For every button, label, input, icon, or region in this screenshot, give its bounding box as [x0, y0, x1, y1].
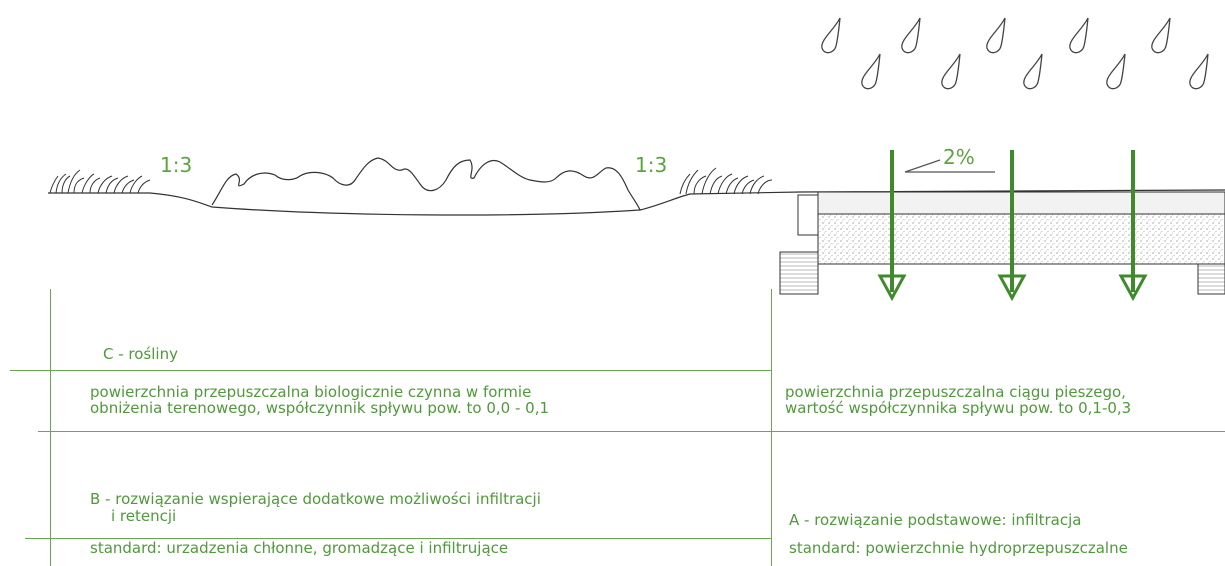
b-title-line-2: i retencji [111, 507, 177, 525]
raindrop-icon [941, 53, 961, 90]
raindrop-icon [1189, 53, 1209, 90]
a-title: A - rozwiązanie podstawowe: infiltracja [789, 511, 1082, 529]
terrain-line [48, 189, 1225, 216]
row-line-1 [10, 370, 771, 371]
row-line-3 [25, 538, 771, 539]
pavement-section [779, 191, 1225, 295]
arrow-down-icon [877, 150, 907, 302]
raindrop-icon [986, 17, 1006, 54]
slope-ratio-right: 1:3 [635, 153, 668, 177]
row-line-2 [38, 431, 1225, 432]
plants-sketch [211, 157, 641, 211]
c-desc-line-2: obniżenia terenowego, współczynnik spływ… [90, 399, 550, 417]
b-title-line-1: B - rozwiązanie wspierające dodatkowe mo… [90, 490, 541, 508]
arrow-down-icon [1118, 150, 1148, 302]
divider-middle [771, 289, 772, 566]
a-desc-line-2: wartość współczynnika spływu pow. to 0,1… [785, 399, 1132, 417]
grass-icon [679, 167, 773, 195]
raindrop-icon [901, 17, 921, 54]
c-title: C - rośliny [103, 345, 178, 363]
raindrop-icon [1023, 53, 1043, 90]
slope-arrow-line [904, 159, 995, 173]
b-standard: standard: urzadzenia chłonne, gromadzące… [90, 539, 509, 557]
raindrop-icon [821, 17, 841, 54]
rain-group [821, 17, 1209, 90]
raindrop-icon [1106, 53, 1126, 90]
grass-icon [49, 169, 151, 194]
a-desc-line-1: powierzchnia przepuszczalna ciągu piesze… [785, 383, 1126, 401]
c-desc-line-1: powierzchnia przepuszczalna biologicznie… [90, 383, 532, 401]
divider-left [50, 289, 51, 566]
gradient-label: 2% [943, 145, 975, 169]
slope-ratio-left: 1:3 [160, 153, 193, 177]
raindrop-icon [1069, 17, 1089, 54]
a-standard: standard: powierzchnie hydroprzepuszczal… [789, 539, 1128, 557]
raindrop-icon [1151, 17, 1171, 54]
raindrop-icon [861, 53, 881, 90]
arrow-down-icon [997, 150, 1027, 302]
